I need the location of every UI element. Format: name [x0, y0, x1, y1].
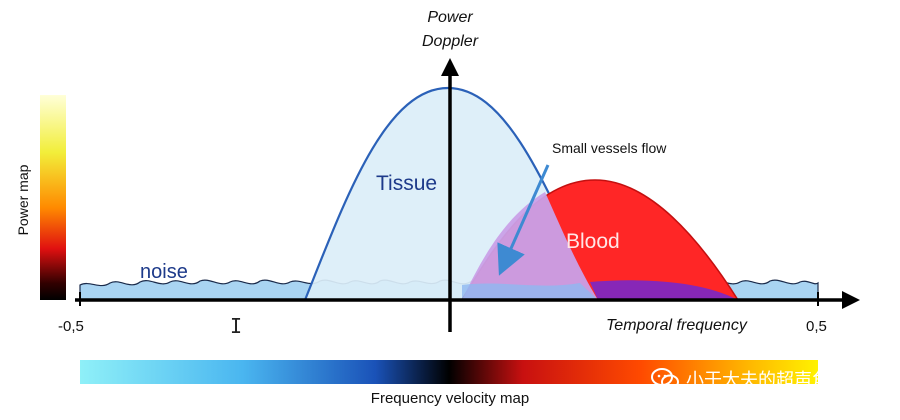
small-vessels-region [462, 192, 598, 300]
y-axis-arrowhead [441, 58, 459, 76]
noise-overlap-blue [462, 283, 598, 300]
x-axis-arrowhead [842, 291, 860, 309]
watermark: 小于大夫的超声角 [650, 364, 830, 394]
x-tick-right-label: 0,5 [806, 318, 827, 335]
tissue-label: Tissue [376, 172, 437, 195]
small-vessels-label: Small vessels flow [552, 140, 667, 156]
power-map-colorbar [40, 95, 66, 300]
frequency-velocity-colorbar [80, 360, 818, 384]
y-axis-label-line2: Doppler [422, 33, 479, 50]
frequency-velocity-map-label: Frequency velocity map [370, 390, 530, 407]
blood-label: Blood [566, 230, 620, 253]
small-vessels-arrow [497, 164, 550, 276]
x-axis-label: Temporal frequency [606, 317, 748, 334]
noise-label: noise [140, 261, 188, 283]
blood-tail-purple [590, 280, 738, 300]
x-tick-left-label: -0,5 [58, 318, 84, 335]
chat-bubbles-icon [651, 368, 679, 390]
watermark-text: 小于大夫的超声角 [686, 370, 830, 390]
y-axis-label-line1: Power [427, 9, 473, 26]
power-map-label: Power map [15, 164, 31, 235]
text-cursor-icon: I [230, 314, 243, 338]
